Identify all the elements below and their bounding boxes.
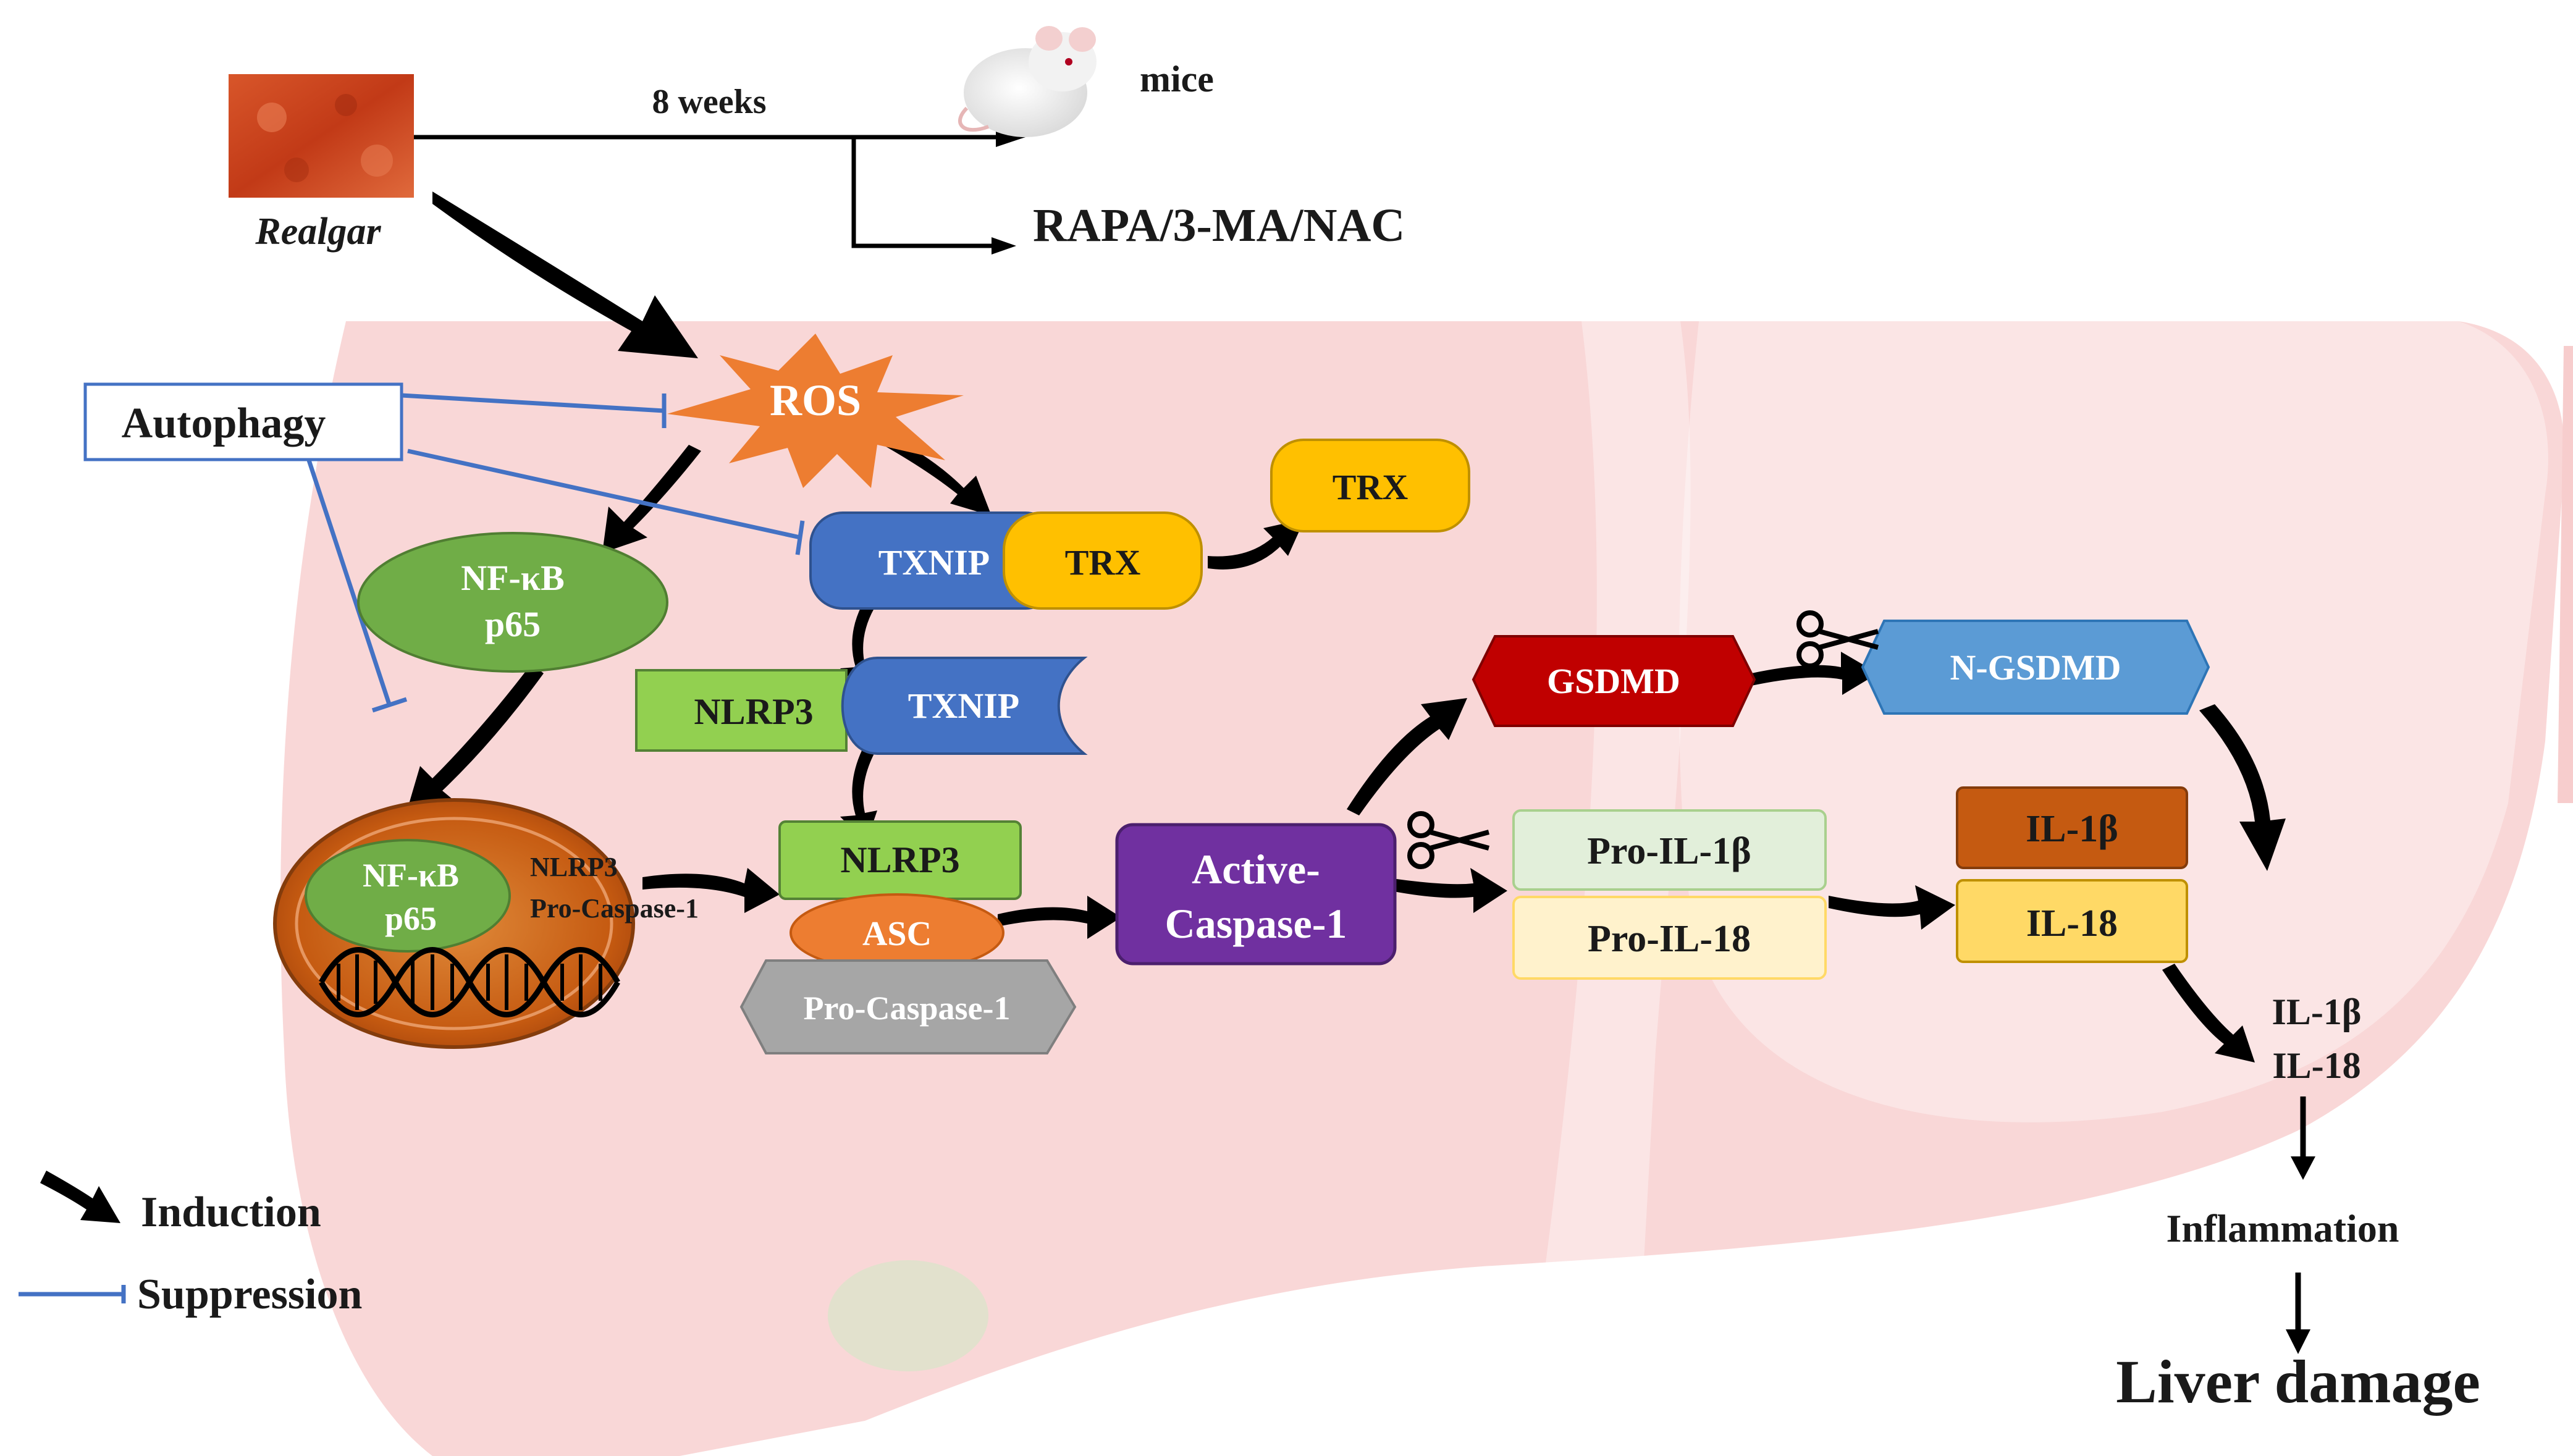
ros-starburst	[667, 334, 964, 488]
txnip-trx-complex	[809, 511, 1203, 610]
gsdmd-label: GSDMD	[1547, 661, 1680, 701]
il-1b-box	[1956, 786, 2188, 869]
pro-il-1b-box	[1512, 809, 1827, 891]
timeline-arrows	[414, 135, 1001, 248]
n-gsdmd-label: N-GSDMD	[1950, 647, 2121, 688]
legend-suppression-label: Suppression	[137, 1271, 362, 1318]
nucleus-nfkb-line2: p65	[385, 900, 437, 937]
realgar-label: Realgar	[255, 211, 381, 253]
nucleus-nfkb-line1: NF-κB	[363, 857, 459, 894]
nfkb-cytoplasm-line2: p65	[485, 604, 541, 644]
inflammation-label: Inflammation	[2167, 1206, 2399, 1250]
pro-caspase-1-label: Pro-Caspase-1	[804, 990, 1011, 1027]
pro-il-18-label: Pro-IL-18	[1588, 918, 1751, 960]
gsdmd-node	[1472, 635, 1756, 727]
duration-label: 8 weeks	[652, 83, 766, 121]
inflammasome-nlrp3-label: NLRP3	[840, 840, 959, 880]
liver-damage-label: Liver damage	[2116, 1347, 2480, 1416]
trx-bound-label: TRX	[1065, 542, 1141, 583]
ros-label: ROS	[770, 376, 861, 425]
legend: Induction Suppression	[19, 1171, 362, 1318]
n-gsdmd-node	[1861, 620, 2210, 715]
legend-induction-arrow	[40, 1171, 120, 1223]
secreted-il-18: IL-18	[2272, 1045, 2360, 1086]
il-18-box	[1956, 879, 2188, 963]
txnip-complex-label: TXNIP	[908, 686, 1019, 726]
il-1b-label: IL-1β	[2026, 808, 2118, 850]
txnip-label: TXNIP	[878, 542, 990, 583]
pro-il-1b-label: Pro-IL-1β	[1587, 830, 1751, 872]
il-18-label: IL-18	[2026, 903, 2118, 945]
active-caspase-line1: Active-	[1192, 846, 1320, 893]
mouse-image	[958, 26, 1097, 137]
realgar-image	[229, 74, 414, 198]
timeline-arrowhead-treatment	[992, 237, 1016, 255]
pro-il-18-box	[1512, 896, 1827, 980]
nfkb-p65-cytoplasm	[357, 532, 668, 673]
nucleus-gene-line2: Pro-Caspase-1	[530, 893, 699, 924]
dna-helix	[319, 947, 620, 1017]
active-caspase-1	[1115, 823, 1397, 966]
mice-label: mice	[1140, 59, 1214, 99]
nlrp3-txnip-complex	[635, 657, 1088, 755]
scissors-icon-caspase	[1407, 811, 1490, 869]
asc-label: ASC	[862, 915, 932, 953]
legend-induction-label: Induction	[141, 1189, 321, 1236]
treatment-label: RAPA/3-MA/NAC	[1033, 200, 1405, 251]
secreted-il-1b: IL-1β	[2272, 991, 2362, 1032]
trx-free	[1270, 439, 1470, 532]
autophagy-box	[83, 382, 403, 461]
nfkb-cytoplasm-line1: NF-κB	[461, 558, 565, 598]
straight-arrows	[2286, 1096, 2315, 1354]
nlrp3-complex-label: NLRP3	[694, 691, 813, 732]
trx-free-label: TRX	[1333, 467, 1409, 507]
autophagy-label: Autophagy	[122, 400, 326, 447]
active-caspase-line2: Caspase-1	[1165, 900, 1347, 947]
pro-caspase-1-node	[739, 959, 1077, 1054]
nucleus-gene-line1: NLRP3	[530, 852, 618, 882]
scissors-icon	[1796, 610, 1879, 668]
suppression-lines	[306, 393, 805, 713]
